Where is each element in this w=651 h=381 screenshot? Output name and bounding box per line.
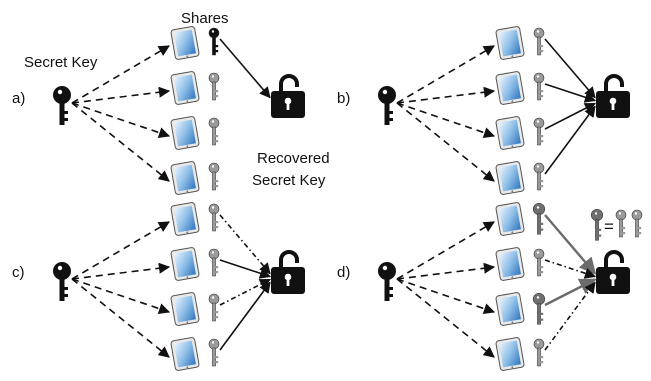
panel-d-device-icon-2 <box>495 247 525 281</box>
panel-b-device-icon-4 <box>495 161 525 195</box>
panel-d-share-key-icon-1 <box>532 202 546 235</box>
panel-d-label: d) <box>337 264 351 281</box>
panel-d-device-icon-1 <box>495 202 525 236</box>
panel-b-label: b) <box>337 90 351 107</box>
panel-b-padlock-icon <box>596 74 630 118</box>
panel-b-distribution-arrow-3 <box>396 102 496 139</box>
panel-c-master-key-icon <box>53 262 71 301</box>
secret-key-label: Secret Key <box>24 54 98 71</box>
panel-a-padlock-icon <box>271 74 305 118</box>
panel-a-distribution-arrow-1 <box>71 45 170 104</box>
panel-a-device-icon-1 <box>170 26 200 60</box>
panel-d-share-key-icon-4 <box>533 338 545 367</box>
panel-d-recovery-arrow-4 <box>544 281 596 351</box>
panel-c-distribution-arrow-3 <box>71 278 171 315</box>
panel-b-recovery-arrow-1 <box>544 38 596 99</box>
panel-c-padlock-icon <box>271 250 305 294</box>
panel-c-device-icon-2 <box>170 247 200 281</box>
panel-b-share-key-icon-1 <box>533 27 545 56</box>
panel-d-master-key-icon <box>378 262 396 301</box>
panel-d-distribution-arrow-4 <box>396 278 495 358</box>
panel-a-distribution-arrow-3 <box>71 102 171 139</box>
panel-b-share-key-icon-2 <box>533 72 545 101</box>
panel-d-padlock-icon <box>596 250 630 294</box>
panel-b-recovery-arrow-2 <box>544 83 597 103</box>
panel-a-device-icon-3 <box>170 116 200 150</box>
panel-a-device-icon-4 <box>170 161 200 195</box>
panel-a-distribution-arrow-4 <box>71 102 170 182</box>
panel-d-distribution-arrow-2 <box>396 262 496 280</box>
panel-c-recovery-arrow-1 <box>219 214 271 275</box>
panel-c-device-icon-1 <box>170 202 200 236</box>
panel-b-share-key-icon-4 <box>533 162 545 191</box>
panel-c-device-icon-3 <box>170 292 200 326</box>
panel-b-distribution-arrow-2 <box>396 86 496 104</box>
panel-c-recovery-arrow-4 <box>219 281 271 351</box>
panel-c-device-icon-4 <box>170 337 200 371</box>
diagram-layer <box>53 26 643 371</box>
panel-d-share-key-icon-2 <box>533 248 545 277</box>
panel-d-device-icon-3 <box>495 292 525 326</box>
panel-b-device-icon-1 <box>495 26 525 60</box>
panel-d-recovery-arrow-1 <box>544 214 597 275</box>
panel-c-label: c) <box>12 264 25 281</box>
panel-a-share-key-icon-2 <box>208 72 220 101</box>
panel-b-master-key-icon <box>378 86 396 125</box>
panel-a-label: a) <box>12 90 26 107</box>
panel-a-distribution-arrow-2 <box>71 86 171 104</box>
panel-c-distribution-arrow-4 <box>71 278 170 358</box>
panel-d-share-key-icon-3 <box>532 292 546 325</box>
panel-a-share-key-icon-3 <box>208 117 220 146</box>
panel-a-device-icon-2 <box>170 71 200 105</box>
panel-a-share-key-icon-4 <box>208 162 220 191</box>
equation-share-key-icon-2 <box>631 209 643 238</box>
panel-c-distribution-arrow-2 <box>71 262 171 280</box>
panel-a-recovery-arrow-1 <box>219 38 271 99</box>
panel-b-device-icon-2 <box>495 71 525 105</box>
recovered-label-line2: Secret Key <box>252 172 326 189</box>
panel-b-recovery-arrow-4 <box>544 105 596 175</box>
panel-d-device-icon-4 <box>495 337 525 371</box>
panel-c-recovery-arrow-2 <box>219 259 272 279</box>
panel-a-share-key-icon-1 <box>208 27 220 56</box>
panel-b-distribution-arrow-4 <box>396 102 495 182</box>
panel-b-distribution-arrow-1 <box>396 45 495 104</box>
panel-c-share-key-icon-2 <box>208 248 220 277</box>
panel-b-device-icon-3 <box>495 116 525 150</box>
panel-b-share-key-icon-3 <box>533 117 545 146</box>
panel-c-share-key-icon-3 <box>208 293 220 322</box>
panel-c-share-key-icon-4 <box>208 338 220 367</box>
equals-sign: = <box>604 217 614 236</box>
panel-a-master-key-icon <box>53 86 71 125</box>
panel-c-share-key-icon-1 <box>208 203 220 232</box>
equation-combined-key-icon <box>590 208 604 241</box>
panel-d-recovery-arrow-2 <box>544 259 597 279</box>
panel-d-distribution-arrow-1 <box>396 221 495 280</box>
equation-share-key-icon-1 <box>615 209 627 238</box>
panel-d-distribution-arrow-3 <box>396 278 496 315</box>
recovered-label-line1: Recovered <box>257 150 330 167</box>
panel-c-distribution-arrow-1 <box>71 221 170 280</box>
shares-label: Shares <box>181 10 229 27</box>
